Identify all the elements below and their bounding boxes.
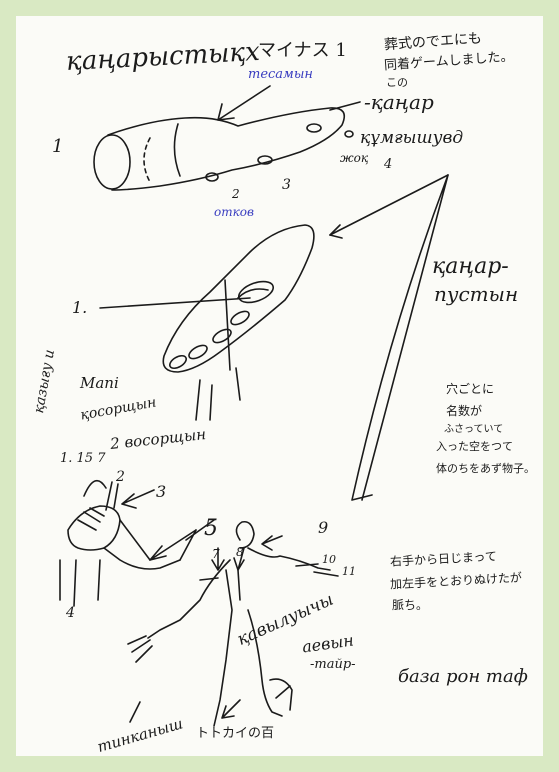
label-tokay: トトカイの百	[196, 726, 274, 742]
top-note-line3: この	[386, 76, 408, 89]
blue-ochkov: отков	[214, 206, 254, 218]
num-2a: 2	[232, 188, 240, 200]
tube-body	[108, 108, 344, 190]
num-2b: 2	[116, 470, 125, 484]
num-3a: 3	[282, 178, 291, 192]
num-9: 9	[318, 520, 328, 536]
num-4b: 4	[66, 606, 75, 620]
jp-middle-4: 入った空をつて	[436, 440, 513, 453]
hands-sketch	[60, 481, 330, 726]
label-kanar-pushchi-2: пустын	[434, 284, 518, 304]
bow	[352, 175, 448, 500]
minus1-blue-note: тесамын	[248, 68, 313, 81]
jp-middle-5: 体のちをあず物子。	[436, 462, 535, 475]
label-aldyly-2: -тайр-	[310, 658, 356, 671]
arrow-minus1	[218, 86, 270, 120]
jp-middle-3: ふさっていて	[444, 424, 503, 436]
lefthand-mani: Mani	[80, 376, 119, 391]
num-11: 11	[342, 566, 356, 577]
label-kuygyshchuvd: құмғышувд	[360, 130, 463, 147]
label-kanar-pushchi-1: қаңар-	[432, 256, 509, 278]
tube-inner-dashed	[144, 138, 150, 182]
tube-opening	[94, 135, 130, 189]
jp-middle-1: 穴ごとに	[446, 382, 494, 396]
num-7: 7	[212, 548, 220, 560]
num-3b: 3	[156, 484, 166, 500]
jp-middle-2: 名数が	[446, 404, 482, 418]
fingerhole-1	[307, 124, 321, 132]
middle-instrument-sketch	[163, 225, 314, 420]
label-kanar: -қаңар	[364, 92, 434, 112]
num-10: 10	[322, 554, 336, 565]
label-bottom-right: база рон таф	[398, 668, 528, 686]
minus1-label: マイナス 1	[258, 42, 347, 60]
num-4a: 4	[384, 158, 392, 171]
lefthand-line4: 1. 15 7	[60, 452, 105, 465]
num-1b: 1.	[72, 300, 87, 316]
mouthpiece	[236, 277, 276, 306]
label-three-dots: жоқ	[340, 152, 368, 164]
num-5: 5	[204, 518, 218, 540]
num-1a: 1	[52, 138, 63, 156]
top-instrument-sketch	[94, 108, 353, 190]
jp-lower-3: 脈ち。	[392, 598, 428, 612]
num-8: 8	[236, 546, 244, 558]
